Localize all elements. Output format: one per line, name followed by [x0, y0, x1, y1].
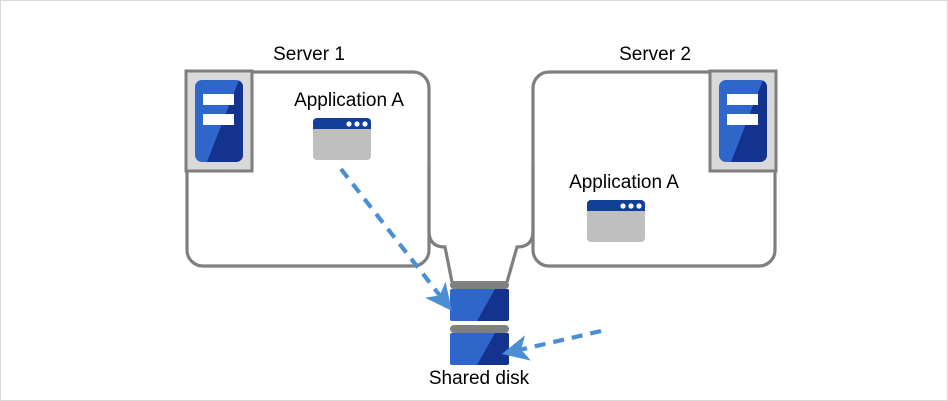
application-window-icon[interactable] — [313, 118, 371, 160]
data-flow-arrow-server1 — [339, 167, 452, 311]
connector-lines — [427, 166, 535, 283]
disk-stack-icon[interactable] — [450, 281, 509, 365]
server-2-title: Server 2 — [619, 44, 691, 65]
server-1-title: Server 1 — [273, 44, 345, 65]
application-window-icon[interactable] — [587, 200, 645, 242]
server-2-application-label: Application A — [569, 172, 679, 193]
shared-disk-label: Shared disk — [428, 368, 530, 389]
data-flow-arrow-server2 — [501, 328, 602, 361]
server-1-application-label: Application A — [294, 90, 404, 111]
server-icon[interactable] — [184, 69, 254, 173]
server-icon[interactable] — [708, 69, 778, 173]
